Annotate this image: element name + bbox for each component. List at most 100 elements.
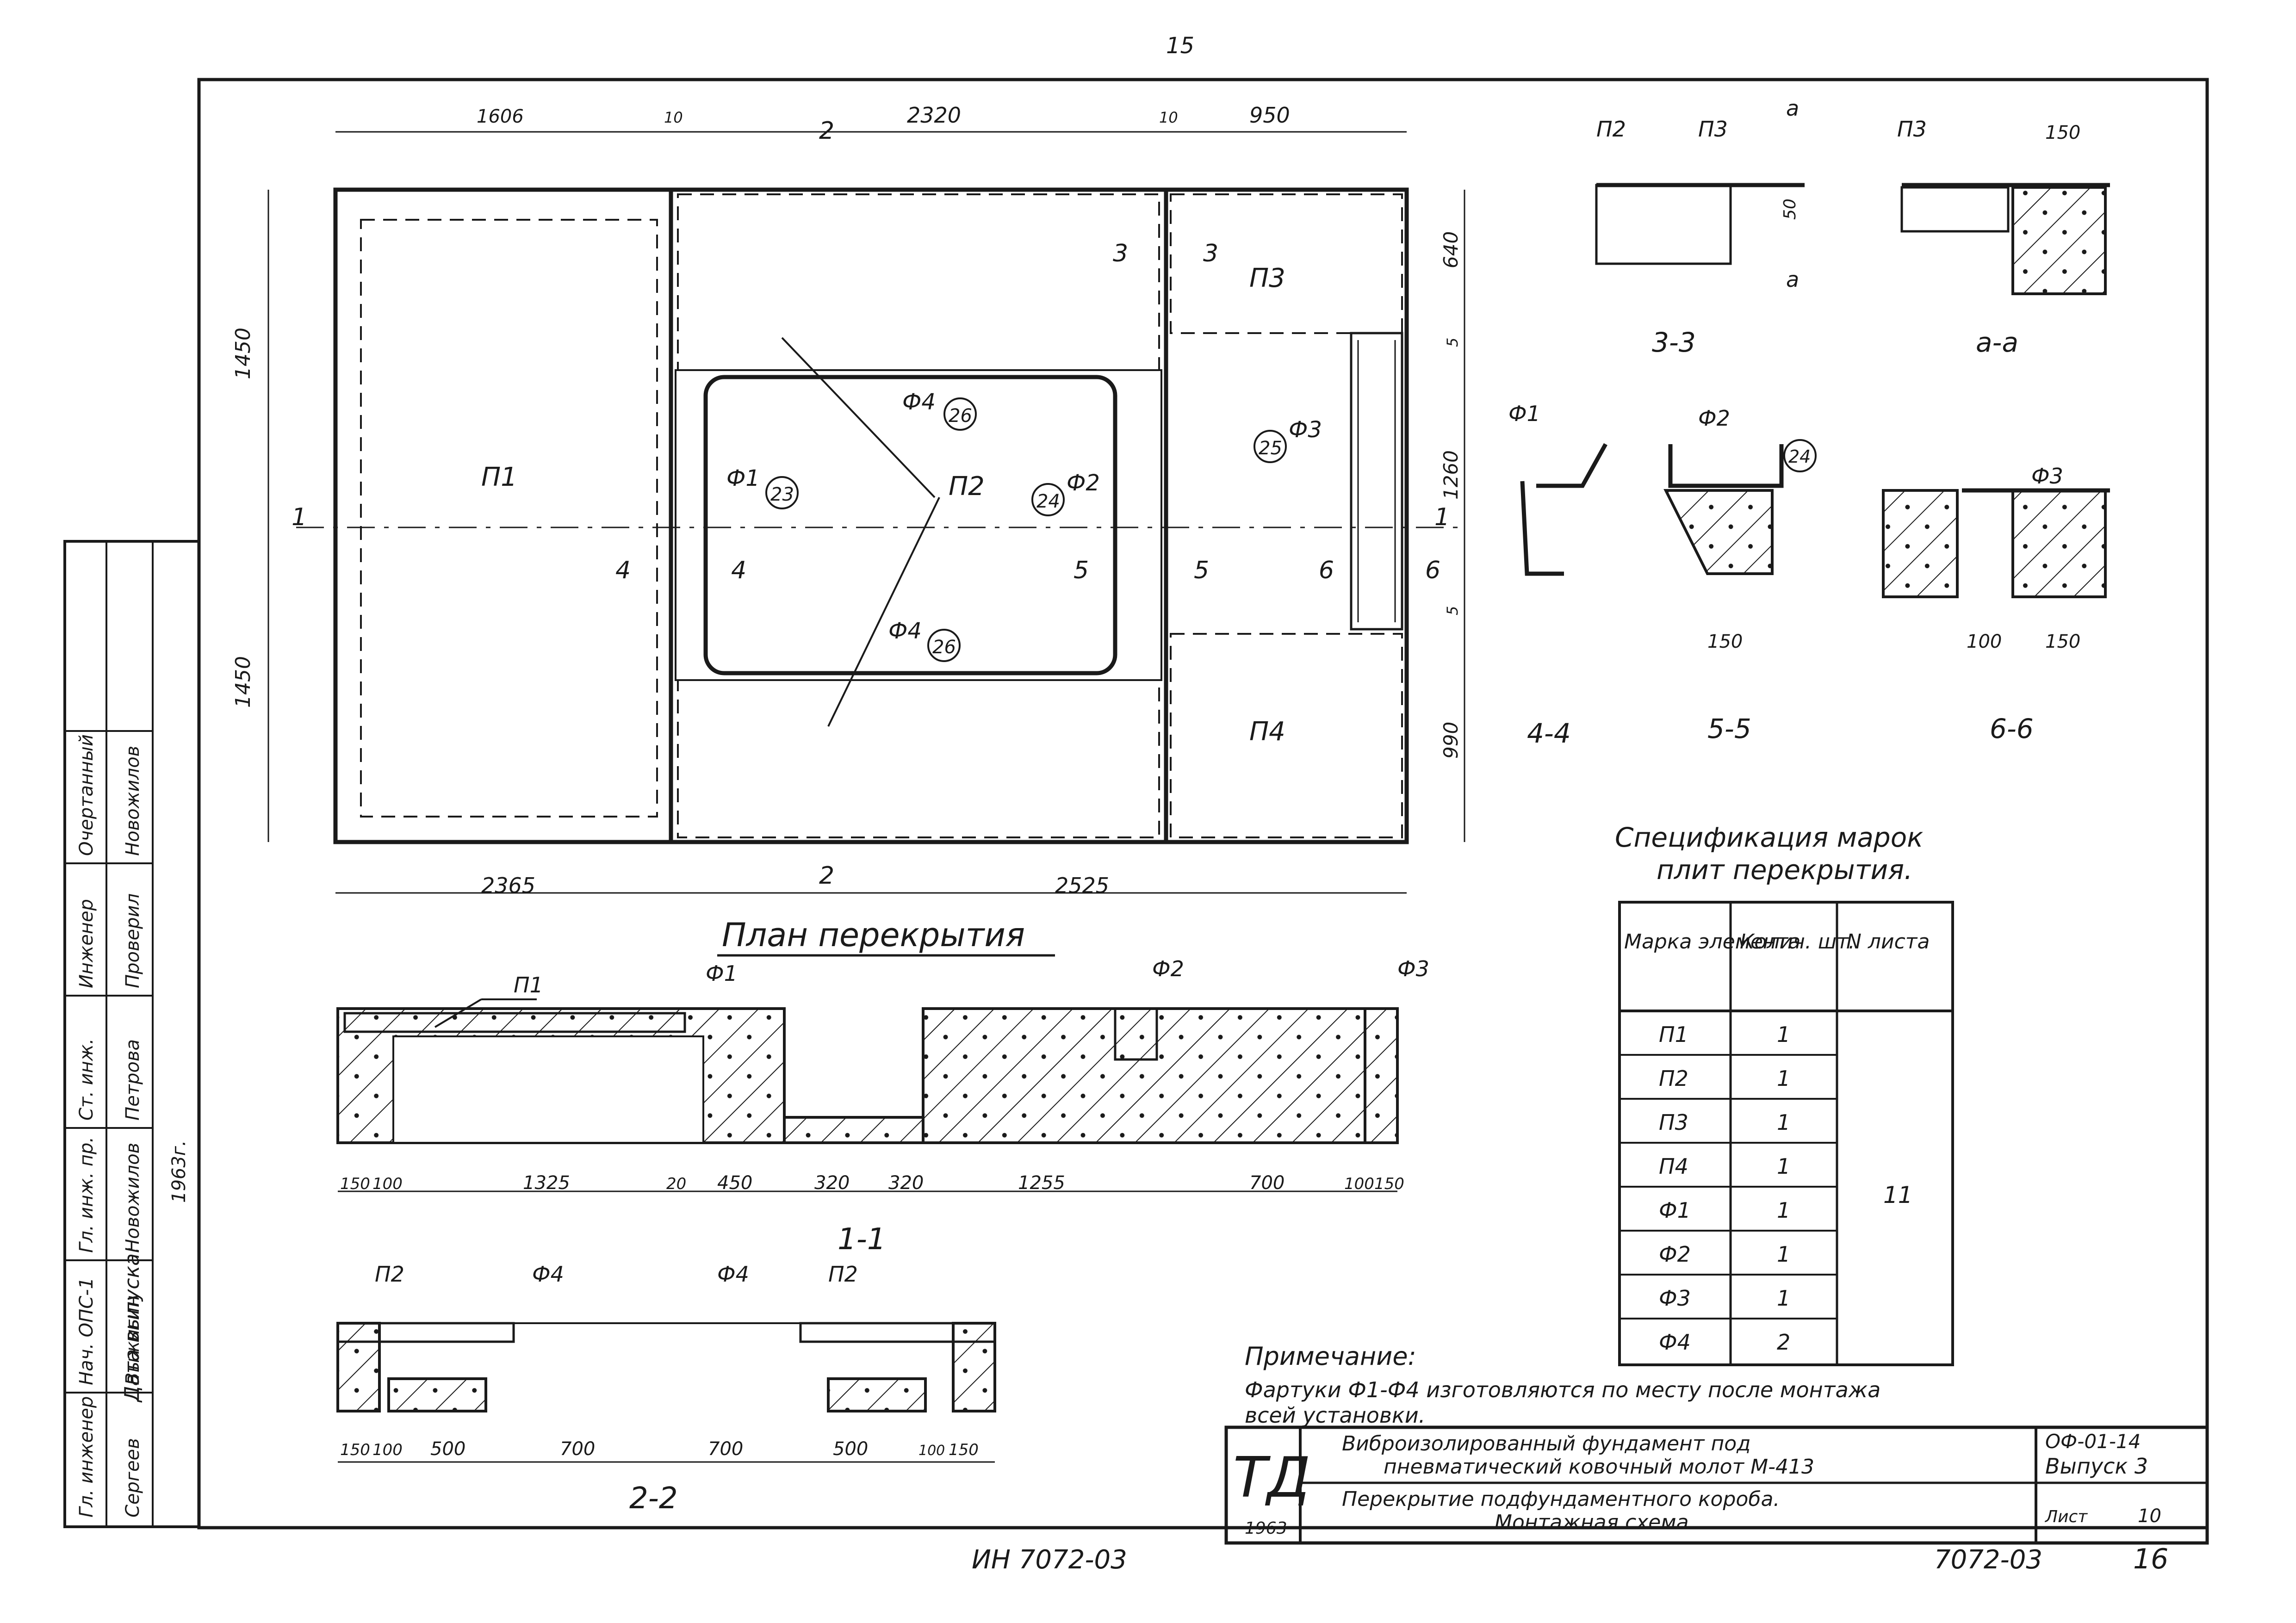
callout-circle	[1031, 483, 1065, 516]
spec-cell-qty: 1	[1777, 1198, 1790, 1223]
dim-text: 150	[1707, 631, 1743, 652]
callout-f2: 24 Ф2	[1031, 470, 1100, 516]
spec-cell-qty: 1	[1777, 1066, 1790, 1091]
detail-concrete-left	[1882, 489, 1959, 598]
label-p2-right: П2	[828, 1262, 858, 1287]
spec-cell-mark: Ф4	[1659, 1330, 1691, 1355]
section-mark: 1	[292, 503, 307, 531]
section-mark: 1	[1434, 503, 1450, 531]
callout-label: Ф4	[888, 618, 922, 644]
dim-text: 100	[372, 1175, 403, 1193]
plan-label-p2: П2	[949, 471, 985, 502]
plan-label-p1: П1	[481, 462, 517, 492]
stamp-role: Гл. инженер	[76, 1396, 97, 1518]
logo: ТД	[1233, 1446, 1310, 1510]
sheet-frame	[197, 78, 2209, 1530]
dim-text: 20	[666, 1175, 686, 1193]
label-f1: Ф1	[706, 961, 738, 986]
callout-number: 26	[949, 405, 972, 427]
label-p2-left: П2	[375, 1262, 404, 1287]
section-mark: 3	[1113, 240, 1128, 267]
dim-text: 150	[949, 1441, 979, 1459]
opening-frame	[675, 369, 1162, 681]
callout-label: Ф3	[1289, 417, 1322, 443]
plan-section-marks: 1 1 2 2 3 3 4 4 5 5 6 6	[292, 117, 1450, 890]
spec-cell-mark: П4	[1659, 1154, 1688, 1179]
spec-title-1: Спецификация марок	[1615, 822, 1923, 853]
spec-sheet-ref: 11	[1883, 1182, 1913, 1208]
dim-text: 2525	[1055, 873, 1109, 898]
spec-header-sheet: N листа	[1846, 930, 1930, 954]
p2-left	[336, 1322, 515, 1343]
title-line-3: Перекрытие подфундаментного короба.	[1342, 1487, 1780, 1511]
plan-dims-bottom: 2365 2525	[335, 873, 1407, 898]
p2-leader	[827, 497, 940, 727]
dim-text: 5	[1444, 338, 1461, 347]
plan-title: План перекрытия	[722, 916, 1025, 954]
callout-number: 23	[770, 484, 794, 505]
spec-cell-mark: Ф1	[1659, 1198, 1691, 1223]
callout-circle	[1783, 439, 1817, 472]
section-mark: 6	[1319, 557, 1334, 584]
spec-header-qty: Колич. шт.	[1740, 930, 1855, 954]
callout-circle	[1253, 430, 1287, 463]
detail-concrete	[2011, 186, 2107, 295]
wall-right	[1364, 1007, 1399, 1144]
slab-left	[387, 1377, 487, 1412]
section-1-1: П1 Ф1 Ф2 Ф3 150 100 1325 20 450 320 320 …	[336, 956, 1429, 1257]
label-f4-left: Ф4	[532, 1262, 564, 1287]
p2-right	[799, 1322, 996, 1343]
panel-p2-top	[677, 193, 1160, 371]
label-p1: П1	[514, 973, 543, 997]
callout-f4-bottom: Ф4 26	[888, 618, 961, 662]
leader-p1	[434, 998, 482, 1028]
top-sheet-number: 15	[1166, 33, 1194, 59]
section-title: 1-1	[838, 1222, 886, 1257]
detail-concrete-right	[2011, 489, 2107, 598]
f2-section	[1663, 489, 1774, 575]
dim-text: 1450	[231, 328, 255, 379]
label-p3: П3	[1698, 117, 1728, 142]
central-opening	[703, 375, 1117, 675]
dim-text: 50	[1781, 198, 1800, 220]
title-line-1: Виброизолированный фундамент под	[1342, 1432, 1751, 1456]
dim-text: 10	[1159, 109, 1178, 126]
plan-dims-top: 1606 10 2320 10 950	[335, 103, 1407, 133]
section-mark: 5	[1194, 557, 1209, 584]
dim-text: 500	[430, 1438, 465, 1460]
spec-cell-qty: 1	[1777, 1242, 1790, 1267]
detail-3-3: П2 П3 а а 50 3-3	[1595, 96, 1805, 358]
dim-text: 150	[1374, 1175, 1404, 1193]
bottom-id: 7072-03	[1934, 1545, 2042, 1575]
spec-cell-mark: Ф3	[1659, 1286, 1691, 1311]
f3-strip	[1350, 332, 1403, 631]
dim-text: 100	[918, 1443, 945, 1459]
dim-text: 1255	[1018, 1172, 1065, 1194]
f1-apron	[1536, 443, 1607, 488]
stamp-role: Инженер	[76, 899, 97, 988]
label-f4-right: Ф4	[717, 1262, 749, 1287]
stamp-role: Гл. инж. пр.	[76, 1137, 97, 1253]
dim-text: 700	[560, 1438, 595, 1460]
label-a: а	[1786, 96, 1799, 121]
dim-text: 150	[2045, 122, 2080, 143]
dim-text: 2365	[481, 873, 535, 898]
stamp-date-label: Дата выпуска:	[120, 1246, 144, 1403]
callout-label: Ф1	[726, 465, 760, 491]
dim-text: 700	[708, 1438, 743, 1460]
section-mark: 5	[1074, 557, 1089, 584]
slab-right	[922, 1007, 1396, 1144]
dim-text: 100	[1967, 631, 2002, 652]
callout-f4-top: Ф4 26	[902, 389, 977, 431]
spec-table: Спецификация марок плит перекрытия. Марк…	[1615, 822, 1954, 1366]
dim-text: 1260	[1440, 450, 1462, 500]
f2-channel	[1114, 1007, 1158, 1061]
dim-text: 1450	[231, 656, 255, 708]
pit-void	[392, 1035, 704, 1144]
label-f2: Ф2	[1698, 406, 1730, 431]
dim-text: 100	[372, 1441, 403, 1459]
